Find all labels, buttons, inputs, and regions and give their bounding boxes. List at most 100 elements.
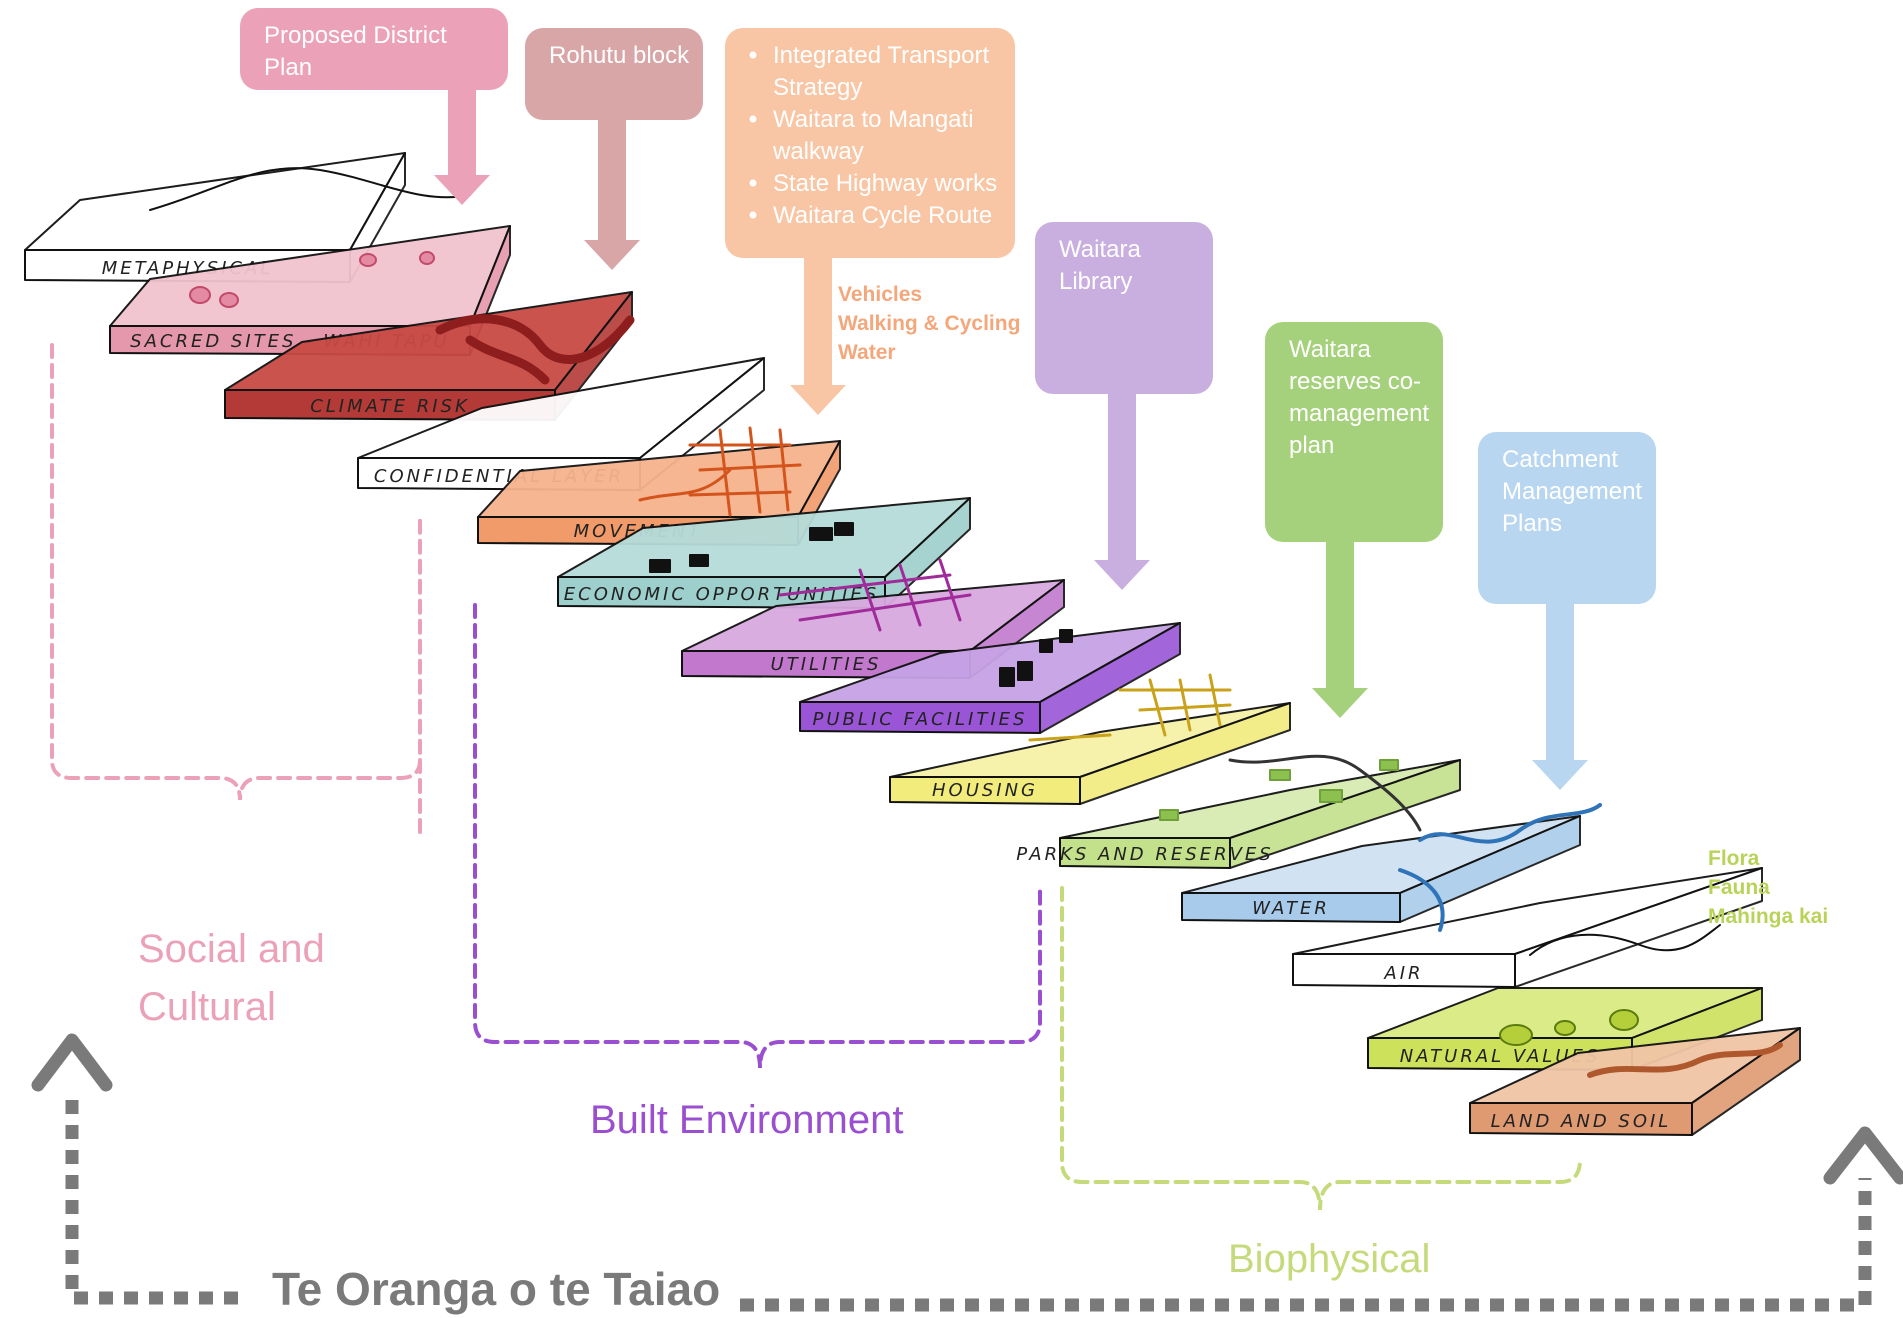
land-soil-sketch <box>1587 1042 1783 1078</box>
cycle-arrowhead-right-icon <box>1823 1126 1903 1185</box>
parks-river-sketch <box>1228 754 1422 832</box>
bracket-built <box>473 603 1042 1069</box>
layer-utilities: UTILITIES <box>681 579 1065 679</box>
layer-label: UTILITIES <box>771 654 882 675</box>
footer-title: Te Oranga o te Taiao <box>272 1263 720 1315</box>
callout-box <box>240 8 508 90</box>
climate-flood-sketch <box>435 314 635 385</box>
callout-arrow-down-icon <box>434 175 490 205</box>
callout-arrow-shaft <box>1326 542 1354 690</box>
bullet-icon <box>749 211 757 219</box>
callout-arrow-shaft <box>1108 394 1136 562</box>
layer-housing: HOUSING <box>889 702 1291 805</box>
park-patch-icon <box>1159 759 1399 821</box>
callout-text: Plan <box>264 54 312 81</box>
callout-arrow-shaft <box>448 90 476 177</box>
callout-text: management <box>1289 400 1429 427</box>
bullet-icon <box>749 51 757 59</box>
river-sketch-metaphysical <box>149 167 471 211</box>
callout-text: Waitara Cycle Route <box>773 202 992 229</box>
bracket-social <box>50 343 422 837</box>
layer-label: CLIMATE RISK <box>310 396 470 417</box>
callout-text: Management <box>1502 478 1642 505</box>
callout-box <box>1478 432 1656 604</box>
callout-text: State Highway works <box>773 170 997 197</box>
callout-text: walkway <box>772 138 864 165</box>
callout-text: Integrated Transport <box>773 42 989 69</box>
layer-label: WATER <box>1252 898 1330 919</box>
layer-label: HOUSING <box>932 780 1038 801</box>
natural-note-mahinga: Mahinga kai <box>1708 905 1828 928</box>
movement-note-vehicles: Vehicles <box>838 283 922 306</box>
housing-grid-sketch <box>1028 673 1232 742</box>
layer-label: ECONOMIC OPPORTUNITIES <box>564 584 879 605</box>
natural-values-blob-icon <box>1499 1009 1639 1046</box>
group-label-social-1: Social and <box>138 927 325 971</box>
callout-text: Rohutu block <box>549 42 690 69</box>
group-label-built: Built Environment <box>590 1098 903 1142</box>
group-label-social-2: Cultural <box>138 985 276 1029</box>
movement-grid-sketch <box>638 426 802 517</box>
callout-text: Proposed District <box>264 22 447 49</box>
callout-box <box>725 28 1015 258</box>
callout-arrow-down-icon <box>790 385 846 415</box>
layer-label: PUBLIC FACILITIES <box>813 709 1028 730</box>
callout-text: plan <box>1289 432 1334 459</box>
cycle-arrowhead-left-icon <box>31 1033 113 1092</box>
layer-sketch-details <box>149 167 1783 1078</box>
callout-arrow-shaft <box>598 120 626 242</box>
bracket-biophysical <box>1060 886 1582 1211</box>
natural-note-fauna: Fauna <box>1708 876 1770 899</box>
callout-arrow-shaft <box>804 258 832 387</box>
callout-box <box>1035 222 1213 394</box>
layer-air: AIR <box>1292 867 1763 988</box>
bullet-icon <box>749 179 757 187</box>
water-river-sketch <box>1398 803 1602 932</box>
facilities-block-icon <box>999 629 1073 687</box>
callout-2: Rohutu block <box>525 28 703 270</box>
movement-notes: Vehicles Walking & Cycling Water <box>838 283 1020 364</box>
callout-text: Library <box>1059 268 1132 295</box>
callout-arrow-down-icon <box>584 240 640 270</box>
callout-5: Waitara reserves co-management plan <box>1265 322 1443 718</box>
utilities-lines-sketch <box>778 558 972 632</box>
layer-label: PARKS AND RESERVES <box>1016 844 1273 865</box>
callout-text: Plans <box>1502 510 1562 537</box>
group-label-biophysical: Biophysical <box>1228 1237 1430 1281</box>
callout-text: Waitara to Mangati <box>773 106 974 133</box>
callout-arrow-down-icon <box>1312 688 1368 718</box>
movement-note-water: Water <box>838 341 896 364</box>
cycle-arrow <box>31 1033 1903 1312</box>
air-swirl-sketch <box>1529 924 1721 956</box>
sacred-site-mark <box>189 251 435 308</box>
callout-text: reserves co- <box>1289 368 1421 395</box>
layer-label: NATURAL VALUES <box>1400 1046 1601 1067</box>
group-brackets <box>50 343 1582 1211</box>
callout-text: Strategy <box>773 74 862 101</box>
layer-label: LAND AND SOIL <box>1491 1111 1672 1132</box>
economic-block-icon <box>649 522 854 573</box>
natural-note-flora: Flora <box>1708 847 1760 870</box>
callout-text: Catchment <box>1502 446 1618 473</box>
callout-text: Waitara <box>1059 236 1141 263</box>
callout-arrow-down-icon <box>1532 760 1588 790</box>
natural-notes: Flora Fauna Mahinga kai <box>1708 847 1828 928</box>
layer-water: WATER <box>1181 815 1581 923</box>
layer-public-facilities: PUBLIC FACILITIES <box>799 622 1181 734</box>
movement-note-walking: Walking & Cycling <box>838 312 1020 335</box>
callout-box <box>525 28 703 120</box>
callout-arrow-down-icon <box>1094 560 1150 590</box>
callout-text: Waitara <box>1289 336 1371 363</box>
callout-box <box>1265 322 1443 542</box>
bullet-icon <box>749 115 757 123</box>
layer-land-and-soil: LAND AND SOIL <box>1469 1027 1801 1136</box>
callout-arrow-shaft <box>1546 604 1574 762</box>
layer-label: AIR <box>1383 963 1423 984</box>
